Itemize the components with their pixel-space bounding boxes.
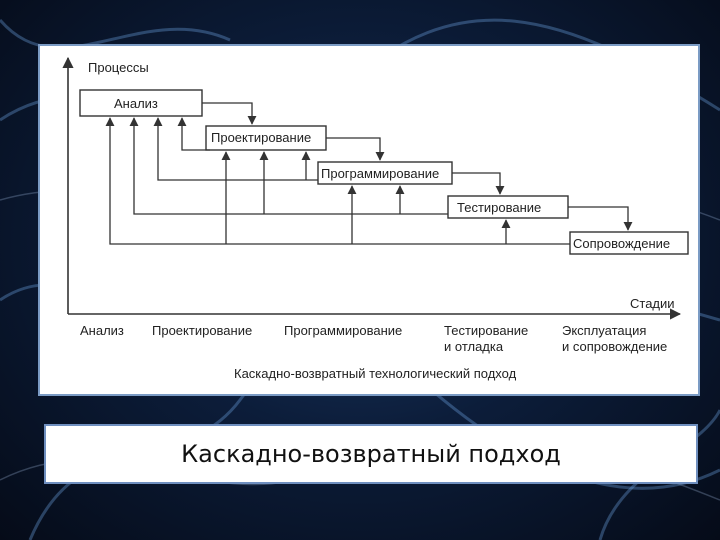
stage-label-operation: Эксплуатация bbox=[562, 323, 646, 338]
stage-label-analysis: Анализ bbox=[80, 323, 124, 338]
stage-label-programming: Программирование bbox=[284, 323, 402, 338]
process-box-maintenance: Сопровождение bbox=[570, 232, 688, 254]
stage-label-design: Проектирование bbox=[152, 323, 252, 338]
figure-caption: Каскадно-возвратный технологический подх… bbox=[234, 366, 517, 381]
forward-arrow-testing-maintenance bbox=[568, 207, 628, 230]
diagram-panel: Процессы Стадии Анализ Проектирование Пр… bbox=[38, 44, 700, 396]
process-box-programming: Программирование bbox=[318, 162, 452, 184]
process-box-design: Проектирование bbox=[206, 126, 326, 150]
svg-text:Программирование: Программирование bbox=[321, 166, 439, 181]
x-axis-label: Стадии bbox=[630, 296, 675, 311]
forward-arrow-programming-testing bbox=[452, 173, 500, 194]
process-box-analysis: Анализ bbox=[80, 90, 202, 116]
forward-arrow-analysis-design bbox=[202, 103, 252, 124]
slide-caption: Каскадно-возвратный подход bbox=[181, 440, 561, 468]
slide-caption-box: Каскадно-возвратный подход bbox=[44, 424, 698, 484]
cascade-diagram: Процессы Стадии Анализ Проектирование Пр… bbox=[40, 46, 698, 394]
svg-text:Тестирование: Тестирование bbox=[457, 200, 541, 215]
y-axis-label: Процессы bbox=[88, 60, 149, 75]
stage-label-operation-line2: и сопровождение bbox=[562, 339, 667, 354]
stage-label-testing: Тестирование bbox=[444, 323, 528, 338]
forward-arrow-design-programming bbox=[326, 138, 380, 160]
stage-label-testing-line2: и отладка bbox=[444, 339, 504, 354]
process-box-testing: Тестирование bbox=[448, 196, 568, 218]
svg-text:Сопровождение: Сопровождение bbox=[573, 236, 670, 251]
svg-text:Анализ: Анализ bbox=[114, 96, 158, 111]
svg-text:Проектирование: Проектирование bbox=[211, 130, 311, 145]
